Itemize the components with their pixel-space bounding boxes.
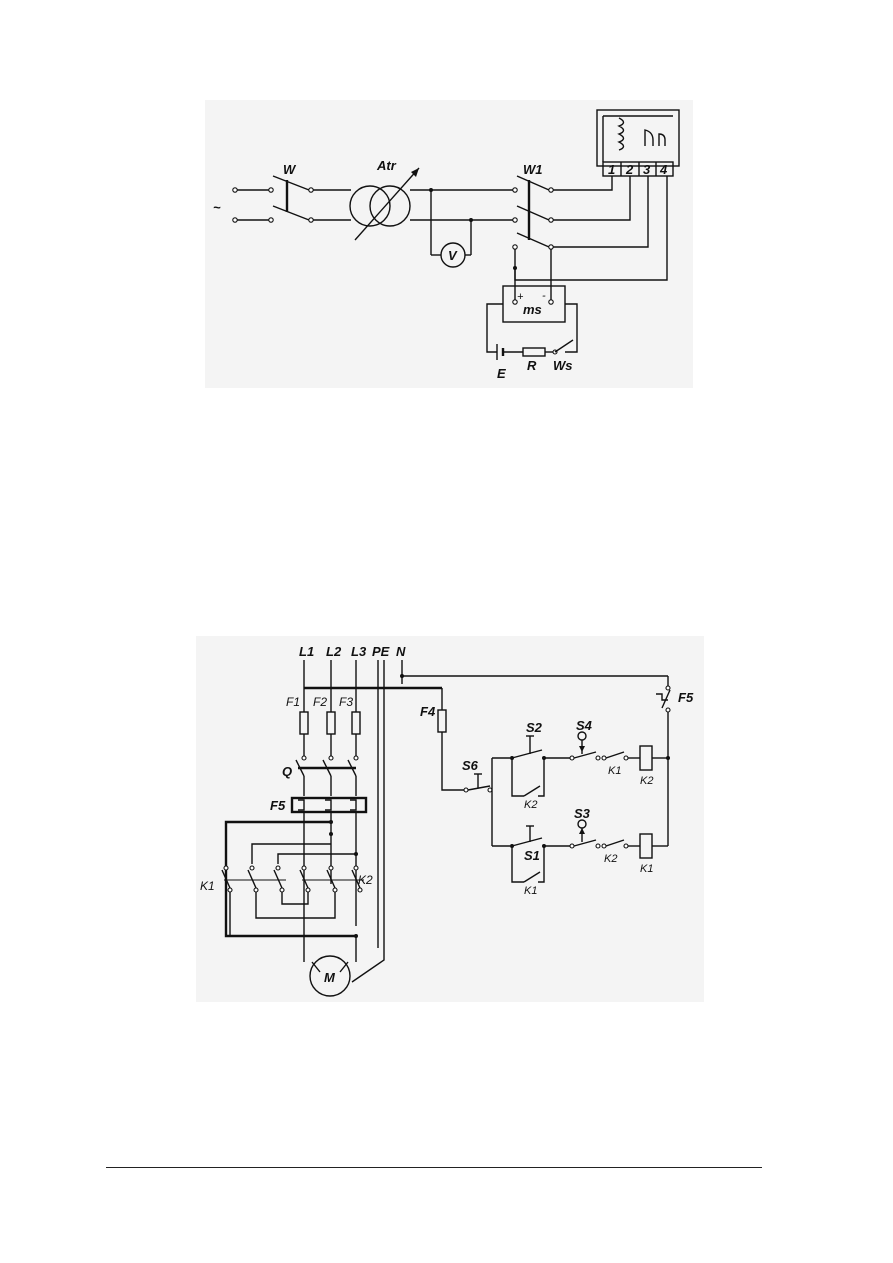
supply-terminal-1: [232, 187, 238, 193]
label-pe: PE: [372, 644, 390, 659]
label-s4: S4: [576, 718, 593, 733]
label-r: R: [527, 358, 537, 373]
label-f4: F4: [420, 704, 436, 719]
label-interlock-k2: K2: [604, 853, 617, 865]
label-f3: F3: [339, 695, 353, 709]
interlock-k2: K2: [601, 839, 629, 865]
autotransformer: Atr: [349, 158, 420, 241]
terminal-4: 4: [659, 162, 668, 177]
label-m: M: [324, 970, 336, 985]
label-v: V: [448, 248, 458, 263]
label-f5-contact: F5: [678, 690, 694, 705]
coil-k1: K1: [639, 833, 653, 875]
label-f5: F5: [270, 798, 286, 813]
label-e: E: [497, 366, 506, 381]
switch-ws: Ws: [545, 339, 574, 373]
main-switch-q: Q: [282, 759, 357, 779]
supply-symbol: ~: [213, 200, 221, 215]
terminal-3: 3: [643, 162, 651, 177]
millisecond-timer: + - ms: [502, 268, 566, 323]
label-ms: ms: [523, 302, 542, 317]
label-l1: L1: [299, 644, 314, 659]
label-f2: F2: [313, 695, 327, 709]
footer-divider: [106, 1167, 762, 1168]
fuses-f1-f3: F1 F2 F3: [286, 695, 361, 735]
limit-switch-s3: S3: [569, 806, 601, 849]
terminal-1: 1: [608, 162, 615, 177]
label-ws: Ws: [553, 358, 573, 373]
label-coil-k2: K2: [640, 775, 653, 787]
contactor-k1-power: K1: [200, 865, 286, 893]
label-w: W: [283, 162, 297, 177]
interlock-k1: K1: [601, 751, 629, 777]
stop-button-s6: S6: [462, 758, 493, 793]
label-l3: L3: [351, 644, 367, 659]
switch-w: W: [272, 162, 314, 223]
start-button-s2: S2: [510, 720, 546, 760]
label-s6: S6: [462, 758, 479, 773]
supply-terminal-2: [232, 217, 238, 223]
motor-m: M: [309, 950, 385, 997]
label-s1: S1: [524, 848, 540, 863]
label-atr: Atr: [376, 158, 397, 173]
relay-under-test: 1 2 3 4: [596, 109, 680, 177]
reversing-motor-starter-diagram: L1 L2 L3 PE N F1 F2 F3 Q F5: [196, 636, 704, 1002]
label-hold-k1: K1: [524, 885, 537, 897]
voltmeter: V: [430, 190, 472, 268]
contactor-k2-power: K2: [299, 865, 373, 893]
reversing-starter-svg: L1 L2 L3 PE N F1 F2 F3 Q F5: [200, 644, 694, 997]
switch-w1: W1: [512, 162, 554, 250]
measurement-circuit-diagram: ~ W Atr V: [205, 100, 693, 388]
resistor-r: R: [522, 347, 546, 373]
label-s3: S3: [574, 806, 591, 821]
label-l2: L2: [326, 644, 342, 659]
label-w1: W1: [523, 162, 543, 177]
label-k2: K2: [358, 873, 373, 887]
label-hold-k2: K2: [524, 799, 537, 811]
terminal-2: 2: [625, 162, 634, 177]
label-q: Q: [282, 764, 292, 779]
overload-relay-f5: F5: [270, 796, 368, 814]
label-f1: F1: [286, 695, 300, 709]
battery-e: E: [496, 344, 523, 381]
label-coil-k1: K1: [640, 863, 653, 875]
label-plus: +: [517, 291, 524, 303]
measurement-circuit-svg: ~ W Atr V: [213, 109, 680, 381]
limit-switch-s4: S4: [569, 718, 601, 761]
label-minus: -: [542, 290, 546, 302]
coil-k2: K2: [639, 745, 653, 787]
start-button-s1: S1: [510, 825, 546, 863]
label-interlock-k1: K1: [608, 765, 621, 777]
overload-contact-f5: F5: [656, 685, 694, 713]
label-n: N: [396, 644, 406, 659]
label-s2: S2: [526, 720, 543, 735]
label-k1: K1: [200, 879, 215, 893]
